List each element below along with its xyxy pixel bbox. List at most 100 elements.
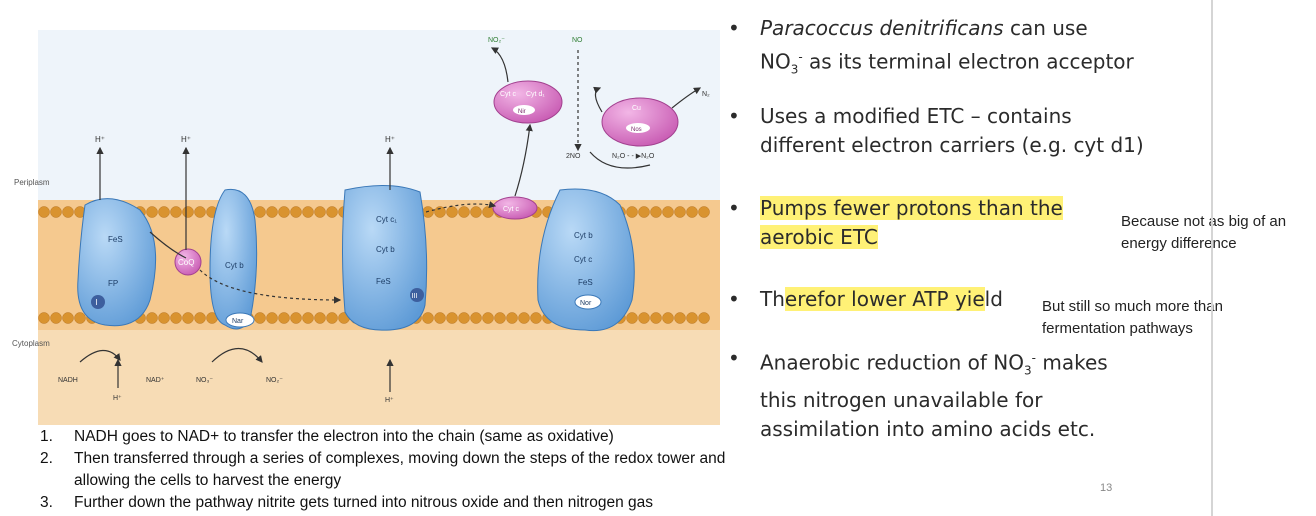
complex-III <box>342 184 428 331</box>
bullet-text: Anaerobic reduction of NO <box>760 350 1025 375</box>
bullet-line: assimilation into amino acids etc. <box>760 415 1108 444</box>
lipid-headgroup <box>314 312 326 324</box>
lipid-headgroup <box>506 312 518 324</box>
bullet-text: NO <box>760 49 791 74</box>
lipid-headgroup <box>458 206 470 218</box>
fp-label: FP <box>108 279 118 288</box>
bullet-line: aerobic ETC <box>760 223 1063 252</box>
energy-note-line1: Because not as big of an <box>1121 213 1287 230</box>
h-plus-bottom-3: H⁺ <box>385 397 394 404</box>
lipid-headgroup <box>50 312 62 324</box>
nar-ellipse <box>225 312 255 328</box>
fermentation-note-line1: But still so much more than <box>1042 298 1223 315</box>
bullet-text: Th <box>760 287 785 311</box>
list-item: 2. Then transferred through a series of … <box>40 448 725 492</box>
lipid-headgroup <box>158 312 170 324</box>
bullet-dot: • <box>728 104 740 128</box>
energy-note-line2: energy difference <box>1121 235 1237 252</box>
fermentation-note: But still so much more than fermentation… <box>1042 296 1223 340</box>
bullet-line: Paracoccus denitrificans can use <box>760 14 1134 43</box>
complex-III-number: III <box>412 293 418 300</box>
lipid-headgroup <box>686 312 698 324</box>
list-item: 3. Further down the pathway nitrite gets… <box>40 492 725 514</box>
nor-ellipse <box>574 294 602 310</box>
lipid-headgroup <box>290 206 302 218</box>
lipid-headgroup <box>494 312 506 324</box>
cyt-c-IV-label: Cyt c <box>574 255 592 264</box>
list-number: 1. <box>40 428 53 445</box>
bullet-text: - <box>1031 351 1036 365</box>
cytoplasm-label: Cytoplasm <box>12 339 50 348</box>
list-number: 3. <box>40 494 53 511</box>
nir-ellipse <box>513 105 535 115</box>
complex-I-number: I <box>96 298 98 307</box>
cyt-c-mobile-label: Cyt c <box>503 206 519 213</box>
complex-I-badge <box>91 295 105 309</box>
bullet-text: 3 <box>1024 363 1032 378</box>
cyt-b-III-label: Cyt b <box>376 245 395 254</box>
bullet-text: this nitrogen unavailable for <box>760 387 1043 412</box>
bullet-text: different electron carriers (e.g. cyt d1… <box>760 133 1144 157</box>
periplasm-label: Periplasm <box>14 178 50 187</box>
fes-IV-label: FeS <box>578 278 593 287</box>
no2-top-label: NO₂⁻ <box>488 37 505 44</box>
bullet-dot: • <box>728 16 740 40</box>
lipid-headgroup <box>314 206 326 218</box>
bullet-line: Anaerobic reduction of NO3- makes <box>760 344 1108 386</box>
h-plus-bottom-1: H⁺ <box>113 395 122 402</box>
bullet-line: NO3- as its terminal electron acceptor <box>760 43 1134 85</box>
lipid-headgroup <box>422 312 434 324</box>
lipid-headgroup <box>530 312 542 324</box>
denitrification-etc-diagram: Periplasm Cytoplasm FeS FP I Cyt b Nar C… <box>12 30 720 425</box>
nar-complex <box>209 188 258 330</box>
lipid-headgroup <box>446 206 458 218</box>
lipid-headgroup <box>182 312 194 324</box>
reaction-arrows <box>79 47 702 392</box>
lipid-headgroup <box>326 312 338 324</box>
cytoplasm-background <box>38 330 720 425</box>
lipid-headgroup <box>266 312 278 324</box>
lipid-headgroup <box>650 206 662 218</box>
lipid-headgroup <box>146 206 158 218</box>
lipid-headgroup <box>638 206 650 218</box>
nos-complex <box>601 97 679 147</box>
bullet-line: different electron carriers (e.g. cyt d1… <box>760 131 1144 160</box>
nos-label: Nos <box>631 127 642 133</box>
cyt-c1-label: Cyt c₁ <box>376 215 397 224</box>
cyt-d1-label: Cyt d₁ <box>526 91 545 98</box>
list-number: 2. <box>40 450 53 467</box>
lipid-headgroup <box>278 312 290 324</box>
complex-I <box>77 198 157 327</box>
bullet-dot: • <box>728 287 740 311</box>
fes-III-label: FeS <box>376 277 391 286</box>
lipid-headgroup <box>698 206 710 218</box>
lipid-headgroup <box>650 312 662 324</box>
list-text-continued: allowing the cells to harvest the energy <box>74 472 342 489</box>
n2o-reaction-label: N₂O - - ▶N₂O <box>612 153 655 160</box>
lipid-headgroup <box>326 206 338 218</box>
lipid-headgroup <box>266 206 278 218</box>
list-text: Then transferred through a series of com… <box>74 450 726 467</box>
lipid-headgroup <box>662 312 674 324</box>
lipid-headgroup <box>278 206 290 218</box>
fermentation-note-line2: fermentation pathways <box>1042 320 1193 337</box>
bullet-line: Therefor lower ATP yield <box>760 285 1003 314</box>
bullet-text: ld <box>984 287 1003 311</box>
slide-number: 13 <box>1100 482 1113 494</box>
bullet-line: Pumps fewer protons than the <box>760 194 1063 223</box>
h-plus-3: H⁺ <box>385 135 395 144</box>
bullet-text: erefor lower ATP yie <box>784 287 985 311</box>
no2-bottom-label: NO₂⁻ <box>266 377 283 384</box>
lipid-headgroup <box>254 206 266 218</box>
lipid-headgroup <box>662 206 674 218</box>
bullet-line: Uses a modified ETC – contains <box>760 102 1144 131</box>
nos-ellipse <box>626 123 650 133</box>
bullet-dot: • <box>728 196 740 220</box>
lipid-headgroup <box>38 206 50 218</box>
list-item: 1. NADH goes to NAD+ to transfer the ele… <box>40 426 725 448</box>
bullet-dot: • <box>728 346 740 370</box>
h-plus-1: H⁺ <box>95 135 105 144</box>
lipid-headgroup <box>170 312 182 324</box>
lipid-headgroup <box>62 206 74 218</box>
n2-label: N₂ <box>702 91 710 98</box>
